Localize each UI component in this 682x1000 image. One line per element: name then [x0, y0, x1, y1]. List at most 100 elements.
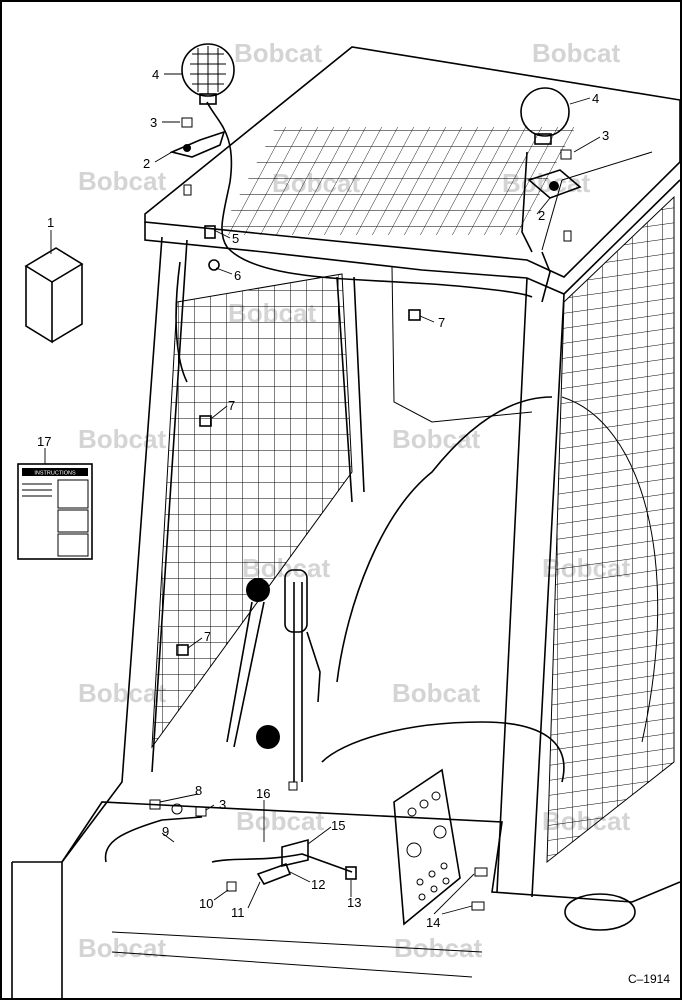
callout-8: 8: [195, 783, 202, 798]
bracket-right: [527, 149, 582, 242]
work-light-right: [520, 87, 570, 145]
hardware: [149, 225, 488, 911]
callout-15: 15: [331, 818, 345, 833]
work-light-left: [181, 43, 235, 105]
card-block: [57, 509, 89, 533]
bracket-hole: [549, 181, 559, 191]
callout-4: 4: [152, 67, 159, 82]
steering-lever-shaft: [293, 582, 303, 782]
lift-lever: [226, 601, 265, 748]
lever-knob: [246, 578, 270, 602]
box-sides: [25, 264, 83, 344]
card-block: [57, 479, 89, 509]
control-panel: [393, 768, 461, 926]
watermark: Bobcat: [392, 424, 480, 454]
light-base: [534, 133, 552, 145]
switch-bracket: [256, 862, 292, 885]
panel-wire: [211, 853, 353, 873]
panel-knobs: [406, 791, 450, 901]
work-light-lens: [520, 87, 570, 137]
callout-1: 1: [47, 215, 54, 230]
callout-7: 7: [228, 398, 235, 413]
nut: [560, 149, 572, 160]
light-bracket: [527, 169, 582, 199]
callout-13: 13: [347, 895, 361, 910]
cab-frame: [11, 46, 680, 998]
light-wire: [521, 151, 533, 253]
wiring-harness: [104, 101, 551, 873]
watermark: Bobcat: [532, 38, 620, 68]
bobcat-logo-badge: [564, 893, 636, 931]
watermark: Bobcat: [78, 678, 166, 708]
callout-12: 12: [311, 877, 325, 892]
bolt: [288, 781, 298, 791]
callout-3: 3: [150, 115, 157, 130]
light-wire: [206, 101, 533, 298]
nut: [195, 806, 207, 817]
tilt-lever: [306, 631, 321, 703]
seat-back: [336, 396, 553, 683]
bracket-hole: [183, 144, 191, 152]
callout-labels: 4 3 2 1 5 6 4 3 2 7 7 17 7 8 3 9 16 15 1…: [37, 67, 609, 930]
work-light-lens: [181, 43, 235, 97]
screw: [471, 901, 485, 911]
roof-rail: [541, 151, 653, 251]
bolt: [563, 230, 572, 242]
callout-2: 2: [538, 208, 545, 223]
connector: [204, 225, 216, 239]
harness-wire: [175, 261, 188, 383]
ground-strap: [104, 816, 203, 863]
callout-6: 6: [234, 268, 241, 283]
item-box: [24, 247, 84, 344]
base-frame: [11, 801, 680, 998]
card-text-lines: [22, 483, 52, 497]
callout-10: 10: [199, 896, 213, 911]
figure-code: C–1914: [627, 972, 670, 986]
watermark: Bobcat: [78, 166, 166, 196]
roof-screen: [218, 127, 576, 235]
card-outline: [17, 463, 93, 560]
steering-lever-grip: [284, 569, 308, 633]
watermark: Bobcat: [234, 38, 322, 68]
seat-cushion: [321, 721, 565, 783]
clamp: [208, 259, 220, 271]
screw: [474, 867, 488, 877]
card-block: [57, 533, 89, 557]
callout-17: 17: [37, 434, 51, 449]
callout-7: 7: [438, 315, 445, 330]
instructions-card: INSTRUCTIONS: [17, 463, 93, 560]
left-side-screen: [151, 273, 353, 749]
callout-14: 14: [426, 915, 440, 930]
seat-side: [561, 396, 659, 743]
light-base: [199, 93, 217, 105]
card-title: INSTRUCTIONS: [34, 471, 76, 477]
lever-knob: [256, 725, 280, 749]
callout-3: 3: [602, 128, 609, 143]
callout-7: 7: [204, 629, 211, 644]
box-top: [24, 247, 84, 283]
cable-tie-mount: [199, 415, 212, 427]
nut: [149, 799, 161, 810]
bracket-left: [169, 117, 226, 196]
switch: [345, 866, 357, 880]
card-title-bar: [22, 468, 88, 476]
lens-grid: [190, 46, 226, 94]
callout-9: 9: [162, 824, 169, 839]
watermark: Bobcat: [392, 678, 480, 708]
nut: [226, 881, 237, 892]
light-wire: [541, 251, 551, 303]
callout-4: 4: [592, 91, 599, 106]
cab-roof: [144, 46, 680, 278]
watermark: Bobcat: [78, 424, 166, 454]
relay: [281, 838, 309, 868]
right-pillar: [496, 277, 565, 898]
callout-2: 2: [143, 156, 150, 171]
washer: [171, 803, 183, 815]
rear-window: [391, 266, 533, 423]
bolt: [183, 184, 192, 196]
leader-lines: [44, 73, 601, 915]
cable-tie-mount: [408, 309, 421, 321]
nut: [181, 117, 193, 128]
